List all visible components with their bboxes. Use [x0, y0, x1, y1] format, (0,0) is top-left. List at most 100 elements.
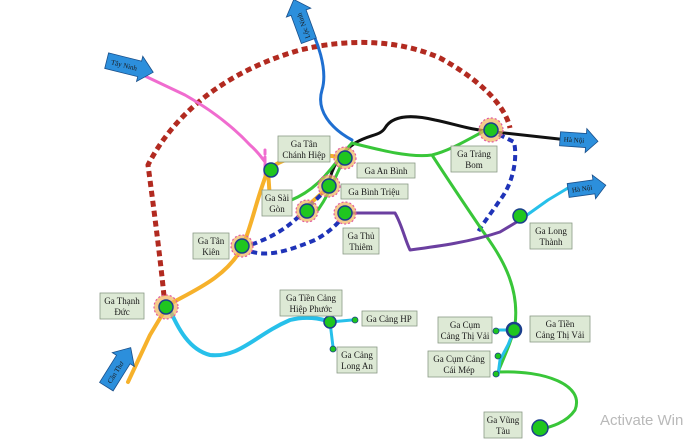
stations-layer: [153, 117, 549, 437]
arrow-icon: [104, 52, 154, 83]
label-tien-cang-hiep-phuoc: Ga Tiền Cảng Hiệp Phước: [279, 289, 343, 317]
station-tien-cang-thi-vai[interactable]: [505, 321, 523, 339]
label-thu-thiem: Ga Thủ Thiêm: [342, 227, 380, 255]
label-line-1: Ga Tân: [198, 236, 225, 246]
station-marker-2[interactable]: [492, 370, 500, 378]
label-box: [427, 350, 491, 378]
station-an-binh[interactable]: [333, 146, 357, 170]
label-box: [356, 162, 416, 179]
station-marker[interactable]: [299, 203, 315, 219]
label-line-2: Chánh Hiệp: [282, 150, 326, 160]
station-marker[interactable]: [351, 316, 359, 324]
label-line-2: Cảng Thị Vải: [441, 331, 490, 341]
label-box: [483, 411, 523, 439]
label-box: [342, 227, 380, 255]
station-sai-gon[interactable]: [295, 199, 319, 223]
label-line-2: Cái Mép: [443, 365, 475, 375]
station-cang-hp[interactable]: [351, 316, 359, 324]
station-binh-trieu[interactable]: [317, 174, 341, 198]
label-line-1: Ga Cụm: [450, 320, 480, 330]
station-thu-thiem[interactable]: [333, 201, 357, 225]
pink-route: [126, 66, 267, 164]
label-line-2: Thành: [540, 237, 563, 247]
station-marker[interactable]: [337, 205, 353, 221]
arrow-can-tho: Cần Thơ: [99, 347, 135, 392]
label-an-binh: Ga An Bình: [356, 162, 416, 179]
station-marker[interactable]: [337, 150, 353, 166]
station-vung-tau[interactable]: [531, 419, 549, 437]
station-cum-cang-thi-vai[interactable]: [492, 327, 500, 335]
label-line-1: Ga Cảng: [341, 350, 373, 360]
label-box: [529, 315, 591, 343]
station-long-thanh[interactable]: [512, 208, 528, 224]
label-line-2: Kiên: [202, 247, 220, 257]
label-line-1: Ga Trảng: [457, 149, 491, 159]
label-box: [437, 316, 493, 344]
steel-blue-route: [303, 16, 354, 142]
arrow-tay-ninh: Tây Ninh: [104, 52, 154, 83]
arrow-icon: [566, 174, 607, 200]
label-line-1: Ga Thạnh: [104, 296, 140, 306]
light-blue-route-south: [166, 303, 332, 358]
station-tan-kien[interactable]: [230, 234, 254, 258]
label-line-1: Ga Tiền Cảng: [286, 293, 337, 303]
station-marker[interactable]: [321, 178, 337, 194]
labels-layer: Ga Tân Chánh Hiệp Ga An Bình Ga Bình Tri…: [99, 135, 591, 439]
label-box: [361, 310, 418, 327]
activation-watermark: Activate Win: [600, 412, 684, 429]
label-cum-cang-thi-vai: Ga Cụm Cảng Thị Vải: [437, 316, 493, 344]
station-marker[interactable]: [234, 238, 250, 254]
station-marker[interactable]: [158, 299, 174, 315]
label-box: [336, 346, 378, 374]
arrow-icon: [559, 127, 599, 154]
label-line-1: Ga Cảng HP: [366, 314, 412, 324]
label-box: [529, 222, 573, 250]
label-line-1: Ga An Bình: [364, 166, 408, 176]
blue-dotted-route-2: [241, 211, 347, 256]
station-marker[interactable]: [512, 208, 528, 224]
label-thanh-duc: Ga Thạnh Đức: [99, 292, 145, 320]
label-trang-bom: Ga Trảng Bom: [450, 145, 498, 173]
label-line-2: Đức: [114, 307, 129, 317]
label-box: [261, 189, 293, 217]
station-marker[interactable]: [323, 315, 337, 329]
label-long-thanh: Ga Long Thành: [529, 222, 573, 250]
label-line-2: Bom: [465, 160, 483, 170]
label-line-2: Gòn: [269, 204, 285, 214]
station-marker[interactable]: [505, 321, 523, 339]
arrows-layer: Tây Ninh Lộc Ninh Hà Nội Hà Nội Cần Thơ: [99, 0, 607, 392]
station-trang-bom[interactable]: [478, 117, 504, 143]
station-marker[interactable]: [329, 345, 337, 353]
station-tan-chanh-hiep[interactable]: [263, 162, 279, 178]
station-tien-cang-hiep-phuoc[interactable]: [323, 315, 337, 329]
label-box: [99, 292, 145, 320]
arrow-loc-ninh: Lộc Ninh: [285, 0, 317, 45]
label-box: [279, 289, 343, 317]
label-line-2: Thiêm: [349, 242, 373, 252]
label-line-2: Tàu: [496, 426, 510, 436]
label-tien-cang-thi-vai: Ga Tiền Cảng Thị Vải: [529, 315, 591, 343]
blue-dotted-route-3: [476, 128, 518, 234]
label-cang-long-an: Ga Cảng Long An: [336, 346, 378, 374]
label-line-1: Ga Thủ: [347, 231, 375, 241]
station-marker[interactable]: [494, 352, 502, 360]
station-marker[interactable]: [531, 419, 549, 437]
purple-route: [343, 211, 522, 252]
station-thanh-duc[interactable]: [153, 294, 179, 320]
station-cum-cang-cai-mep[interactable]: [492, 352, 502, 378]
label-line-1: Ga Vũng: [487, 415, 520, 425]
station-cang-long-an[interactable]: [329, 345, 337, 353]
label-line-1: Ga Bình Triệu: [348, 187, 400, 197]
label-line-2: Cảng Thị Vải: [536, 330, 585, 340]
label-box: [450, 145, 498, 173]
station-marker[interactable]: [263, 162, 279, 178]
station-marker[interactable]: [483, 122, 499, 138]
label-tan-chanh-hiep: Ga Tân Chánh Hiệp: [277, 135, 331, 163]
label-line-2: Hiệp Phước: [290, 304, 333, 314]
arrow-icon: [99, 347, 135, 392]
arrow-label-ha-noi-1: Hà Nội: [564, 136, 585, 145]
station-marker[interactable]: [492, 327, 500, 335]
label-box: [277, 135, 331, 163]
